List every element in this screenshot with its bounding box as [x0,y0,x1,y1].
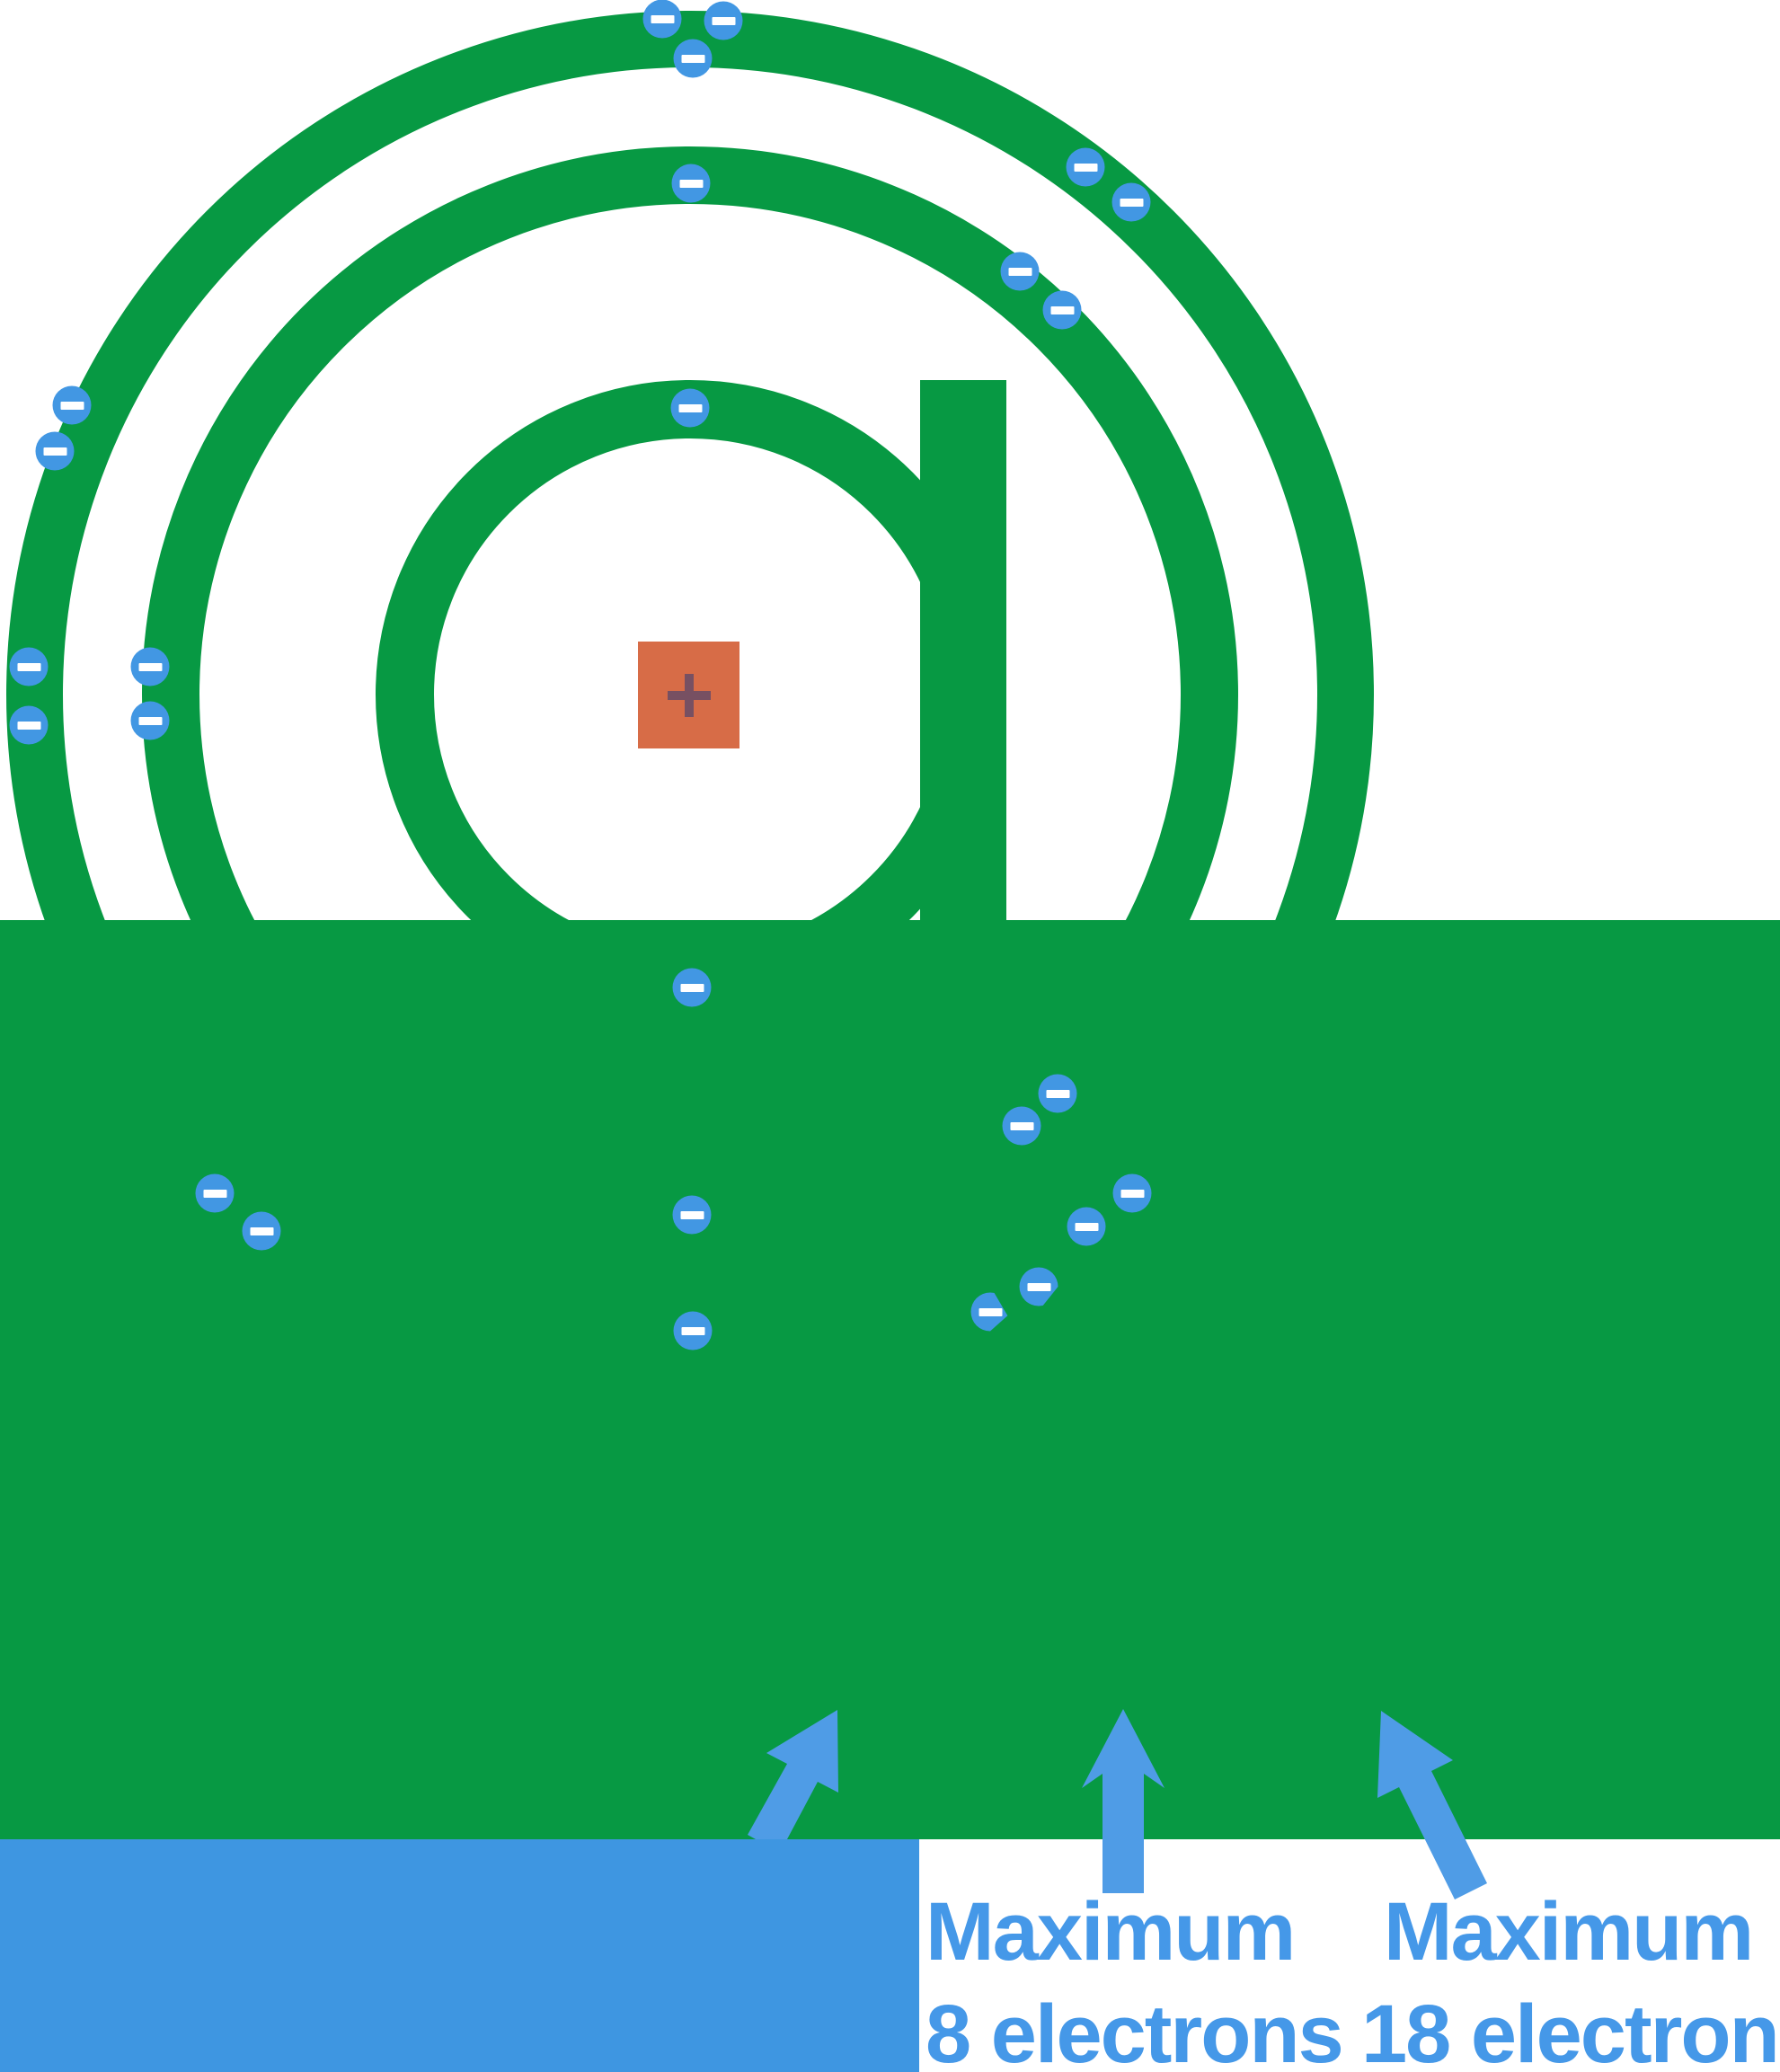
minus-icon [680,983,704,992]
minus-icon [678,403,702,412]
minus-icon [681,1326,704,1335]
electron [1066,147,1105,187]
electron [130,647,170,686]
electron [1111,182,1151,222]
green-overlay-rect [0,920,1780,1839]
electron [672,968,712,1007]
electron [672,1195,712,1235]
electron [195,1173,235,1213]
blue-overlay-rect [0,1839,919,2072]
label-line: Maximum [925,1886,1296,1978]
electron [671,164,711,203]
minus-icon [138,716,162,725]
nucleus [638,642,739,748]
minus-icon [979,1307,1002,1316]
minus-icon [651,14,674,23]
shell-3-capacity-label: Maximum 18 electrons [1361,1886,1780,2072]
minus-icon [17,721,40,730]
minus-icon [1050,305,1074,314]
electron [642,0,682,39]
minus-icon [250,1226,273,1235]
shell-1-stem [920,380,1006,928]
electron [1042,290,1082,330]
minus-icon [712,16,735,25]
electron [1002,1106,1041,1146]
minus-icon [1010,1121,1033,1130]
minus-icon [203,1189,226,1198]
electron [9,705,49,745]
label-line: Maximum [1383,1886,1754,1978]
minus-icon [680,1210,704,1219]
minus-icon [681,54,704,63]
minus-icon [43,447,66,456]
electron [673,39,713,78]
electron [9,647,49,686]
electron [35,431,75,471]
electron [1000,252,1040,291]
minus-icon [1074,163,1097,172]
electron [52,385,92,425]
plus-icon [685,674,694,717]
electron [1038,1074,1077,1113]
electron [673,1311,713,1350]
electron [1067,1207,1106,1246]
minus-icon [138,662,162,671]
minus-icon [60,401,84,410]
label-line: 18 electrons [1361,1988,1780,2072]
minus-icon [679,179,703,188]
minus-icon [1120,1189,1144,1198]
arrow-up-icon [1082,1709,1165,1893]
minus-icon [1075,1222,1098,1231]
minus-icon [1046,1089,1069,1098]
electron [704,1,743,40]
arrow-up-icon [1377,1711,1487,1899]
label-line: 8 electrons [925,1988,1344,2072]
minus-icon [1027,1282,1050,1291]
minus-icon [1120,198,1143,207]
shell-2-capacity-label: Maximum 8 electrons [925,1886,1344,2072]
minus-icon [1008,267,1032,276]
electron [242,1211,281,1251]
electron [1112,1173,1152,1213]
minus-icon [17,662,40,671]
electron [670,388,710,428]
arrow-up-icon [748,1710,838,1853]
electron [130,701,170,740]
